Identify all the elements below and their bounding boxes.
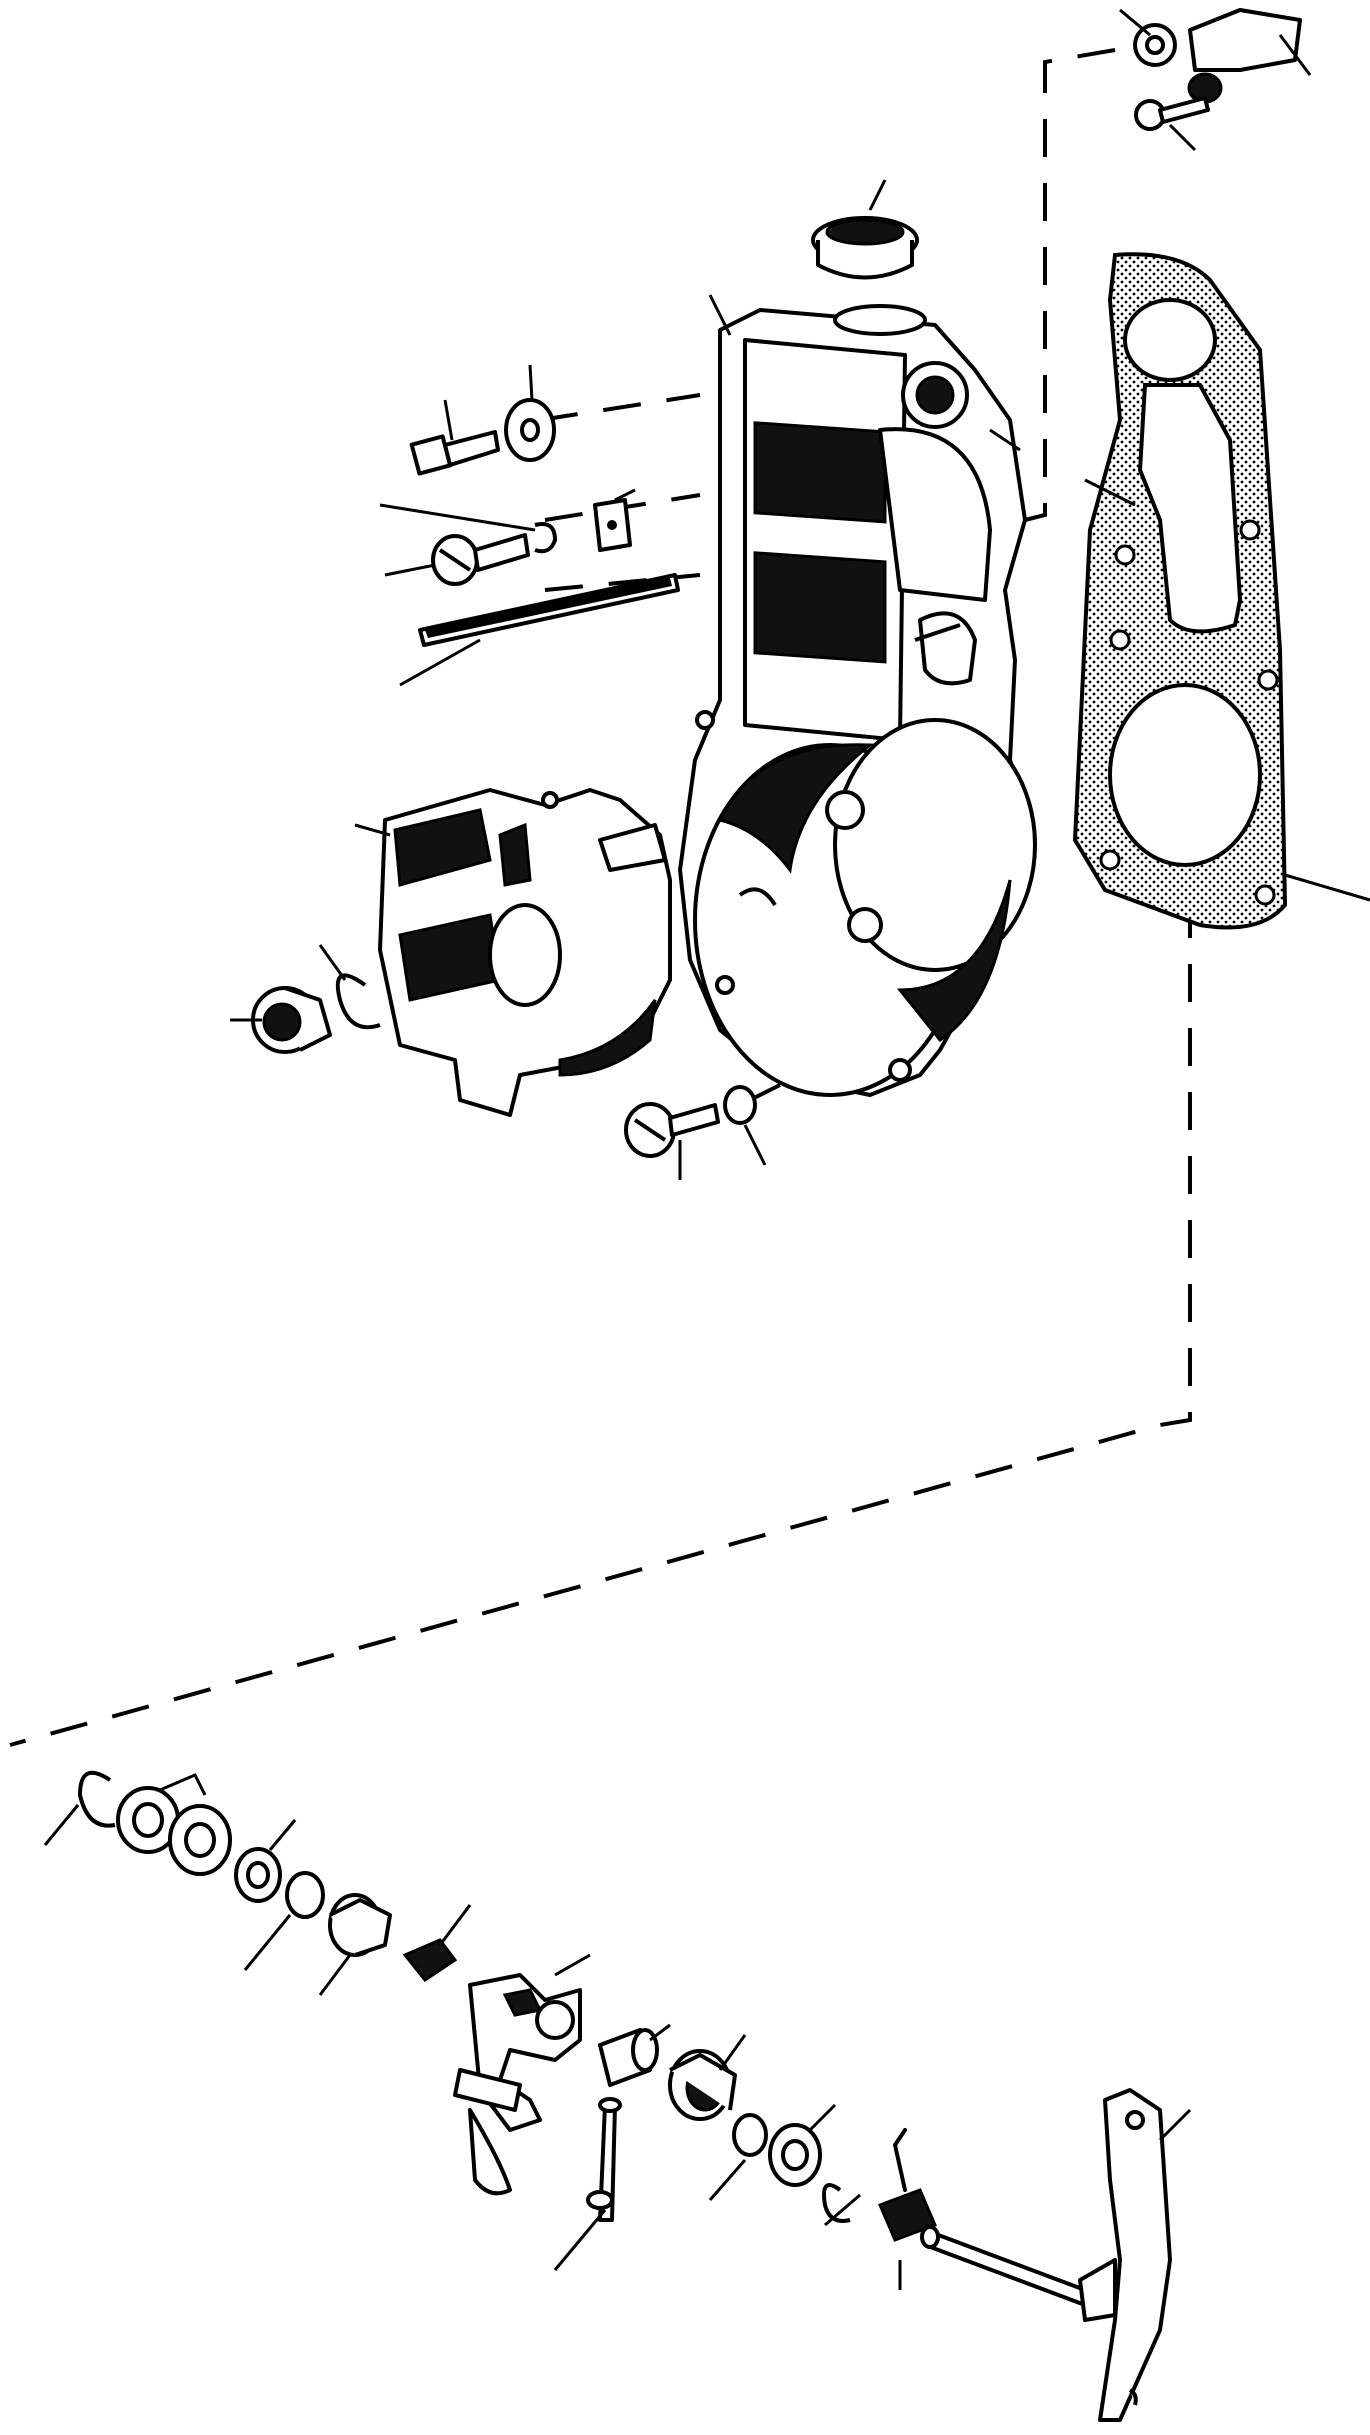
lower-screw	[624, 1102, 720, 1180]
gasket	[1072, 252, 1370, 930]
clip	[379, 488, 636, 554]
bolt	[409, 399, 500, 476]
linkage-top-right	[1119, 8, 1312, 104]
bolt-top-right	[1134, 96, 1210, 152]
pedal-lever	[920, 2088, 1192, 2422]
plug	[811, 179, 919, 280]
screw	[384, 533, 530, 586]
housing	[678, 294, 1037, 1097]
shim-washers	[116, 1773, 325, 1971]
lower-washer	[723, 1085, 767, 1166]
threaded-rod	[399, 573, 680, 687]
torsion-spring	[878, 2128, 937, 2290]
bushing	[318, 1893, 392, 1996]
pin	[553, 2097, 622, 2271]
lever-arm	[453, 1953, 591, 2196]
spring	[402, 1904, 472, 1983]
nut	[230, 986, 332, 1054]
washer	[504, 364, 556, 462]
sleeve	[598, 2023, 671, 2087]
spring-ring	[318, 944, 381, 1030]
bearing	[668, 2034, 861, 2227]
snap-ring	[43, 1770, 116, 1846]
cover	[354, 788, 672, 1117]
